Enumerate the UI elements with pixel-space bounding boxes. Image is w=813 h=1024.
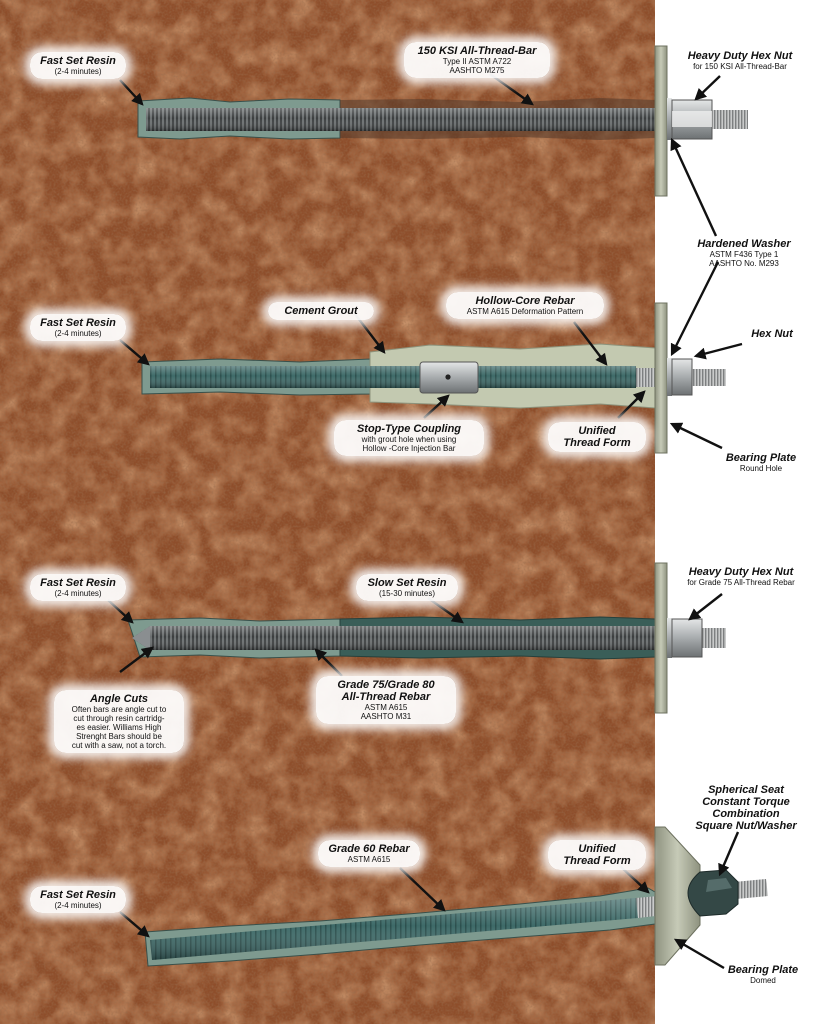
label-heavy-duty-hex-nut-2: Heavy Duty Hex Nut for Grade 75 All-Thre… [687, 566, 795, 587]
angle-cut-end [132, 626, 150, 650]
label-unified-thread-form-1: Unified Thread Form [548, 422, 646, 452]
label-fast-set-resin-2: Fast Set Resin (2-4 minutes) [30, 314, 126, 341]
hardened-washer-2 [667, 358, 672, 396]
arrow-icon [718, 831, 740, 877]
label-bearing-plate-domed: Bearing Plate Domed [727, 964, 799, 985]
label-stop-type-coupling: Stop-Type Coupling with grout hole when … [334, 420, 484, 456]
arrow-icon [669, 422, 723, 450]
label-slow-set-resin: Slow Set Resin (15-30 minutes) [356, 574, 458, 601]
arrow-icon [619, 865, 650, 894]
anchor-2 [141, 302, 726, 454]
arrow-icon [423, 394, 450, 419]
arrow-icon [119, 911, 150, 938]
arrow-icon [119, 339, 150, 366]
arrow-icon [119, 79, 144, 106]
bar-end-thread-3 [700, 628, 726, 648]
arrow-icon [670, 137, 718, 237]
arrow-icon [670, 261, 720, 357]
arrow-icon [688, 593, 723, 621]
label-spherical-seat-nut: Spherical Seat Constant Torque Combinati… [695, 784, 797, 832]
anchor-4 [144, 826, 768, 967]
label-bearing-plate-round-hole: Bearing Plate Round Hole [725, 452, 797, 473]
domed-bearing-plate [654, 826, 701, 966]
arrow-icon [673, 938, 725, 970]
arrow-icon [617, 390, 646, 419]
label-angle-cuts: Angle Cuts Often bars are angle cut to c… [54, 690, 184, 753]
bar-end-thread-2 [690, 369, 726, 386]
arrow-icon [693, 342, 743, 360]
arrow-icon [107, 599, 134, 624]
arrow-icon [694, 75, 721, 101]
arrow-icon [427, 597, 464, 624]
arrow-icon [354, 313, 386, 354]
anchor-1 [137, 45, 748, 197]
arrow-icon [489, 73, 534, 106]
anchor-3 [127, 562, 726, 714]
hardened-washer-1 [667, 98, 672, 140]
heavy-duty-hex-nut-2 [671, 618, 703, 658]
arrow-icon [399, 867, 446, 912]
arrow-icon [573, 321, 608, 366]
bar-end-thread-4 [734, 879, 768, 899]
label-hardened-washer: Hardened Washer ASTM F436 Type 1 AASHTO … [697, 238, 791, 268]
arrow-icon [314, 648, 343, 677]
label-grade-75-80-rebar: Grade 75/Grade 80 All-Thread Rebar ASTM … [316, 676, 456, 724]
label-hex-nut: Hex Nut [751, 328, 793, 340]
label-fast-set-resin-1: Fast Set Resin (2-4 minutes) [30, 52, 126, 79]
leader-arrows [107, 73, 743, 970]
label-150-ksi-all-thread-bar: 150 KSI All-Thread-Bar Type II ASTM A722… [404, 42, 550, 78]
label-fast-set-resin-3: Fast Set Resin (2-4 minutes) [30, 574, 126, 601]
label-grade-60-rebar: Grade 60 Rebar ASTM A615 [318, 840, 420, 867]
soil-texture [0, 0, 655, 1024]
arrow-icon [119, 646, 154, 673]
label-hollow-core-rebar: Hollow-Core Rebar ASTM A615 Deformation … [446, 292, 604, 319]
hex-nut [671, 358, 693, 396]
label-fast-set-resin-4: Fast Set Resin (2-4 minutes) [30, 886, 126, 913]
label-unified-thread-form-2: Unified Thread Form [548, 840, 646, 870]
label-heavy-duty-hex-nut-1: Heavy Duty Hex Nut for 150 KSI All-Threa… [687, 50, 793, 71]
label-cement-grout: Cement Grout [268, 302, 374, 320]
grout-hole [445, 374, 451, 380]
hardened-washer-3 [667, 618, 672, 658]
